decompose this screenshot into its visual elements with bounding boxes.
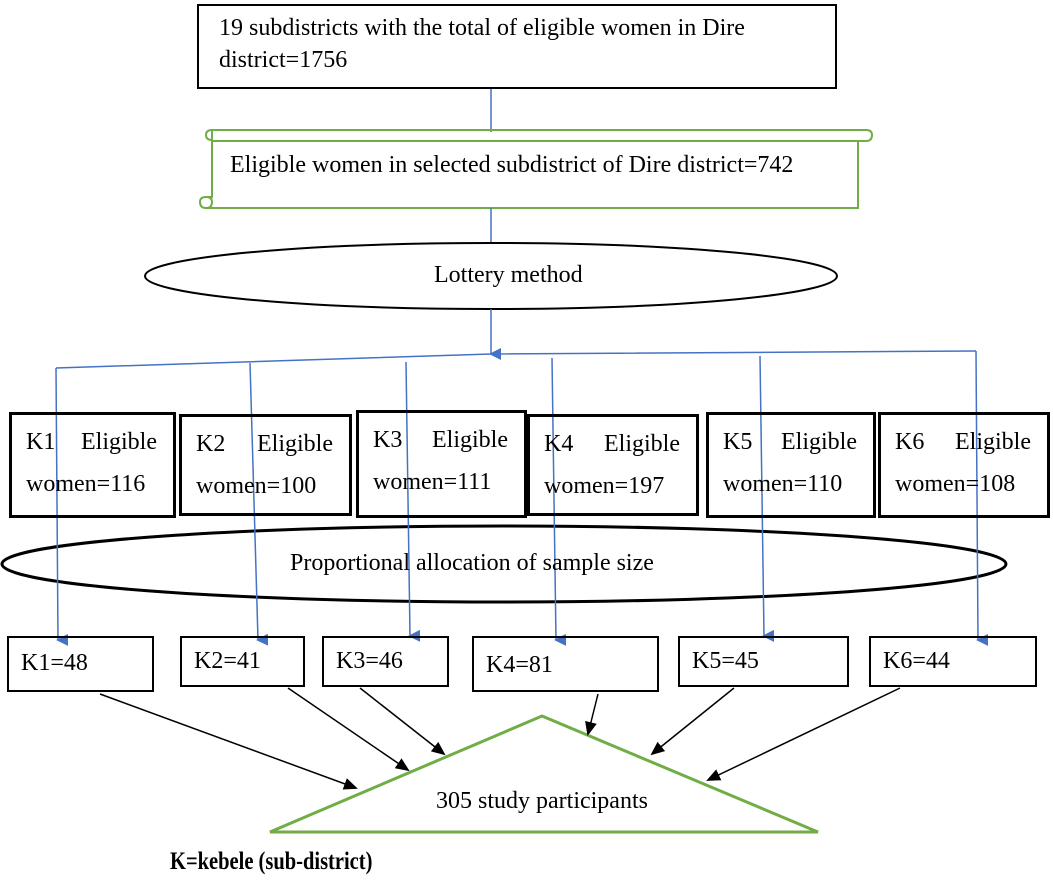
kebele-id: K3	[373, 427, 403, 453]
total-subdistricts-line1: 19 subdistricts with the total of eligib…	[219, 15, 745, 41]
kebele-box-k2: K2 Eligible women=100	[179, 414, 352, 516]
sample-value: K2=41	[194, 648, 261, 674]
total-participants-label: 305 study participants	[436, 788, 648, 814]
kebele-count: women=100	[196, 473, 317, 499]
arrow-k1-total	[99, 693, 358, 790]
allocation-label: Proportional allocation of sample size	[290, 550, 654, 576]
kebele-box-k1: K1 Eligible women=116	[9, 412, 176, 518]
kebele-word: Eligible	[781, 429, 857, 455]
sample-value: K3=46	[336, 648, 403, 674]
kebele-id: K6	[895, 429, 925, 455]
kebele-count: women=110	[723, 471, 843, 497]
total-subdistricts-box: 19 subdistricts with the total of eligib…	[197, 4, 837, 89]
selected-subdistrict-text: Eligible women in selected subdistrict o…	[230, 152, 794, 178]
arrow-k2	[249, 362, 269, 646]
sample-box-k3: K3=46	[322, 636, 449, 687]
selected-scroll-shape	[198, 129, 874, 209]
arrow-k2-total	[287, 687, 410, 772]
arrow-k5-total	[650, 687, 735, 756]
kebele-word: Eligible	[432, 427, 508, 453]
kebele-id: K1	[26, 429, 56, 455]
arrow-k4	[551, 357, 567, 646]
sample-value: K6=44	[883, 648, 950, 674]
arrow-k6	[975, 350, 989, 646]
sample-box-k1: K1=48	[7, 636, 154, 692]
kebele-count: women=108	[895, 471, 1016, 497]
kebele-box-k3: K3 Eligible women=111	[356, 410, 527, 518]
kebele-word: Eligible	[81, 429, 157, 455]
sample-box-k4: K4=81	[472, 636, 659, 692]
selected-subdistrict-box: Eligible women in selected subdistrict o…	[212, 130, 859, 209]
lottery-label: Lottery method	[434, 262, 583, 288]
sample-value: K4=81	[486, 652, 553, 678]
kebele-id: K4	[544, 431, 574, 457]
branch-line	[55, 350, 977, 369]
kebele-box-k5: K5 Eligible women=110	[706, 412, 876, 518]
arrow-k4-total	[585, 693, 599, 736]
kebele-box-k4: K4 Eligible women=197	[527, 414, 699, 516]
kebele-id: K2	[196, 431, 226, 457]
kebele-count: women=111	[373, 469, 492, 495]
arrow-k5	[759, 355, 775, 642]
total-triangle	[269, 714, 819, 834]
arrow-k3-total	[359, 687, 446, 756]
kebele-word: Eligible	[257, 431, 333, 457]
kebele-count: women=197	[544, 473, 665, 499]
sample-box-k5: K5=45	[678, 636, 849, 687]
arrow-k6-total	[706, 687, 901, 781]
kebele-id: K5	[723, 429, 753, 455]
kebele-word: Eligible	[604, 431, 680, 457]
sample-value: K1=48	[21, 650, 88, 676]
allocation-ellipse	[0, 524, 1008, 604]
sample-box-k6: K6=44	[869, 636, 1037, 687]
kebele-count: women=116	[26, 471, 146, 497]
total-subdistricts-line2: district=1756	[219, 47, 348, 73]
kebele-box-k6: K6 Eligible women=108	[878, 412, 1050, 518]
legend-note: K=kebele (sub-district)	[170, 848, 373, 875]
kebele-word: Eligible	[955, 429, 1031, 455]
arrow-k3	[405, 361, 421, 642]
sample-value: K5=45	[692, 648, 759, 674]
sample-box-k2: K2=41	[180, 636, 305, 687]
